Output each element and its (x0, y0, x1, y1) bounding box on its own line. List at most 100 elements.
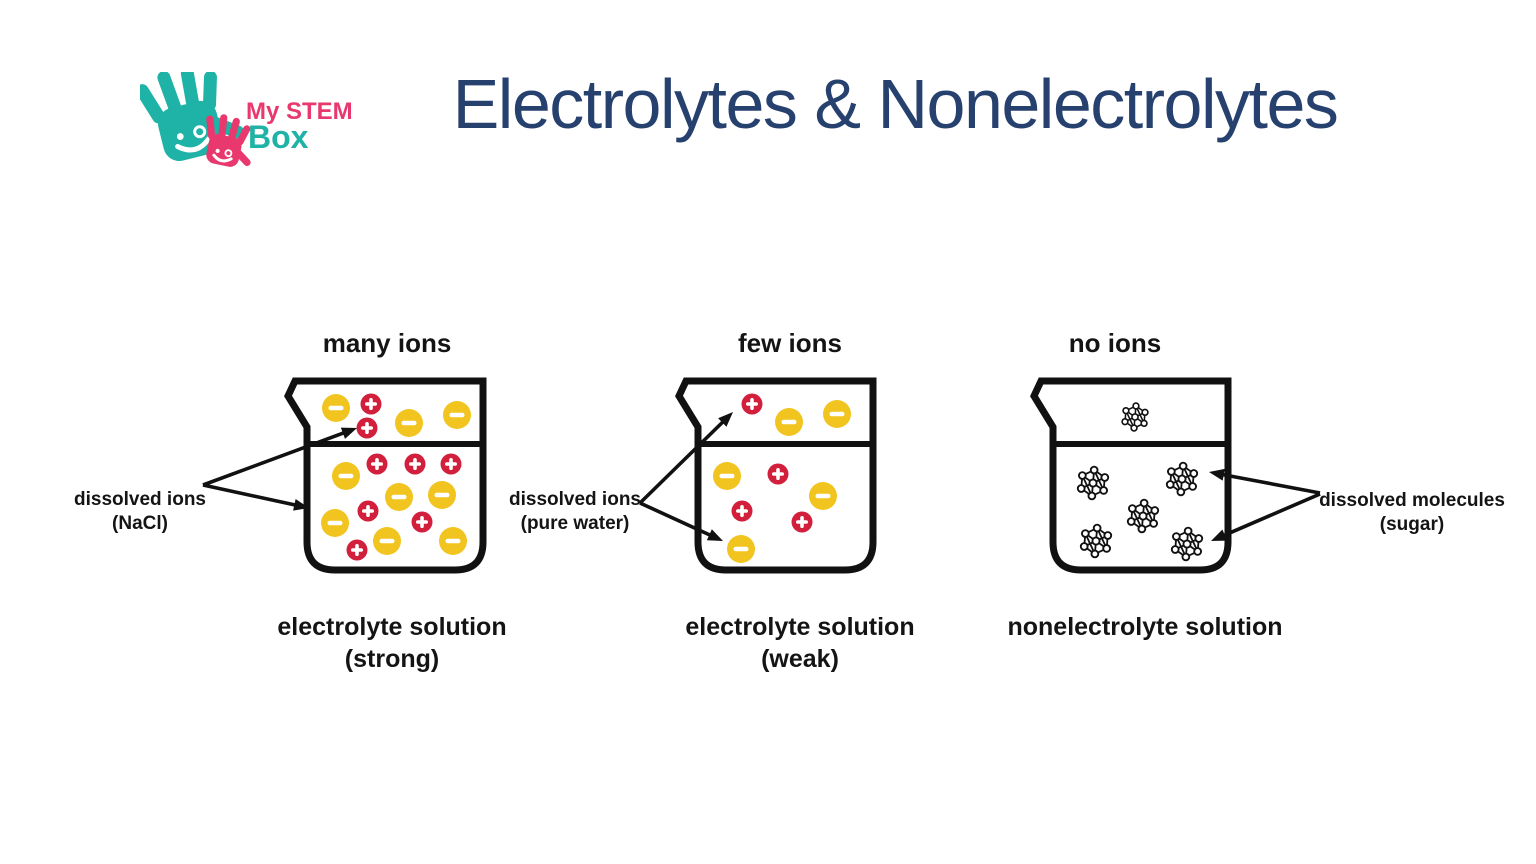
molecule-atom (1194, 534, 1204, 543)
minus-sign (449, 412, 465, 418)
molecule-atom (1188, 482, 1197, 491)
annotation-dissolved-molecules-sugar: dissolved molecules (sugar) (1319, 489, 1505, 536)
molecule-atom (1089, 465, 1099, 475)
minus-sign (401, 420, 417, 426)
molecule-atom (1176, 487, 1186, 497)
minus-sign (327, 520, 343, 526)
minus-sign (719, 473, 735, 479)
plus-sign (375, 458, 379, 470)
plus-sign (413, 458, 417, 470)
molecule-atom (1076, 484, 1086, 493)
brand-logo: My STEM Box (140, 72, 400, 182)
beaker-3-top-label: no ions (1068, 328, 1162, 358)
beaker-1-caption: electrolyte solution (strong) (277, 611, 506, 675)
annotation-arrow-shaft (1218, 472, 1321, 495)
annotation-arrow-shaft (202, 483, 300, 508)
molecule-atom (1139, 498, 1149, 508)
beaker-2-caption-line2: (weak) (761, 645, 839, 673)
annotation-2-line2: (pure water) (520, 512, 630, 534)
molecule-atom (1126, 517, 1136, 526)
molecule-atom (1165, 480, 1175, 489)
molecule-atom (1170, 545, 1180, 554)
molecule-atom (1178, 461, 1188, 471)
molecule-atom (1122, 406, 1130, 415)
annotation-arrowhead (706, 529, 723, 541)
molecule-atom (1091, 536, 1101, 546)
beaker-1-caption-line2: (strong) (344, 645, 440, 673)
annotation-arrowhead (1209, 468, 1225, 481)
molecule-atom (1193, 547, 1202, 556)
minus-sign (829, 411, 845, 417)
molecule-atom (1132, 402, 1140, 410)
molecule-atom (1167, 467, 1176, 476)
minus-sign (781, 419, 797, 425)
annotation-1-line1: dissolved ions (74, 489, 206, 510)
minus-sign (733, 546, 749, 552)
minus-sign (434, 492, 450, 498)
molecule-atom (1131, 413, 1139, 421)
page-title: Electrolytes & Nonelectrolytes (452, 65, 1339, 143)
beaker-1-top-label: many ions (322, 328, 452, 358)
minus-sign (445, 538, 461, 544)
annotation-dissolved-ions-pure-water: dissolved ions (pure water) (509, 488, 641, 535)
plus-sign (449, 458, 453, 470)
beaker-2-caption-line1: electrolyte solution (685, 613, 915, 641)
minus-sign (379, 538, 395, 544)
molecule-atom (1102, 544, 1111, 553)
beaker-3-outline (1030, 377, 1232, 574)
molecule-atom (1090, 549, 1100, 559)
minus-sign (815, 493, 831, 499)
molecule-atom (1137, 524, 1147, 534)
molecule-atom (1128, 504, 1137, 513)
plus-sign (800, 516, 804, 528)
annotation-arrowhead (340, 427, 357, 439)
molecule-atom (1189, 469, 1199, 478)
annotation-dissolved-ions-nacl: dissolved ions (NaCl) (74, 488, 206, 535)
molecule-atom (1181, 552, 1191, 562)
beaker-3-caption: nonelectrolyte solution (1007, 611, 1282, 643)
molecule-atom (1149, 519, 1158, 528)
molecule-atom (1182, 539, 1192, 549)
beaker-2-top-label: few ions (737, 328, 843, 358)
beaker-1-caption-line1: electrolyte solution (277, 613, 507, 641)
minus-sign (338, 473, 354, 479)
molecule-atom (1183, 526, 1193, 536)
plus-sign (369, 398, 373, 410)
brand-name-bottom: Box (248, 119, 309, 155)
minus-sign (391, 494, 407, 500)
annotation-arrowhead (718, 412, 733, 427)
molecule-atom (1138, 511, 1148, 521)
molecule-atom (1088, 478, 1098, 488)
molecule-atom (1079, 542, 1089, 551)
molecule-atom (1121, 417, 1129, 426)
annotation-arrow-shaft (639, 501, 715, 539)
brand-name-top: My STEM (246, 98, 353, 125)
annotation-arrowhead (293, 498, 309, 511)
annotation-3-line2: (sugar) (1379, 513, 1445, 535)
plus-sign (776, 468, 780, 480)
molecule-atom (1081, 529, 1090, 538)
annotation-2-line1: dissolved ions (509, 489, 641, 510)
beaker-3-caption-line1: nonelectrolyte solution (1007, 613, 1283, 641)
plus-sign (420, 516, 424, 528)
plus-sign (750, 398, 754, 410)
molecule-atom (1140, 419, 1148, 428)
plus-sign (366, 505, 370, 517)
molecule-atom (1099, 486, 1108, 495)
annotation-3-line1: dissolved molecules (1319, 490, 1505, 511)
molecule-atom (1100, 473, 1110, 482)
molecule-atom (1130, 424, 1138, 432)
minus-sign (328, 405, 344, 411)
annotation-arrow-shaft (638, 417, 728, 505)
molecule-atom (1172, 532, 1181, 541)
annotation-arrowhead (1211, 529, 1228, 541)
molecule-atom (1087, 491, 1097, 501)
molecule-atom (1150, 506, 1160, 515)
molecule-atom (1092, 523, 1102, 533)
molecule-atom (1177, 474, 1187, 484)
plus-sign (355, 544, 359, 556)
annotation-arrow-shaft (202, 429, 349, 487)
molecule-atom (1141, 408, 1149, 417)
hands-logo-icon (140, 72, 251, 167)
